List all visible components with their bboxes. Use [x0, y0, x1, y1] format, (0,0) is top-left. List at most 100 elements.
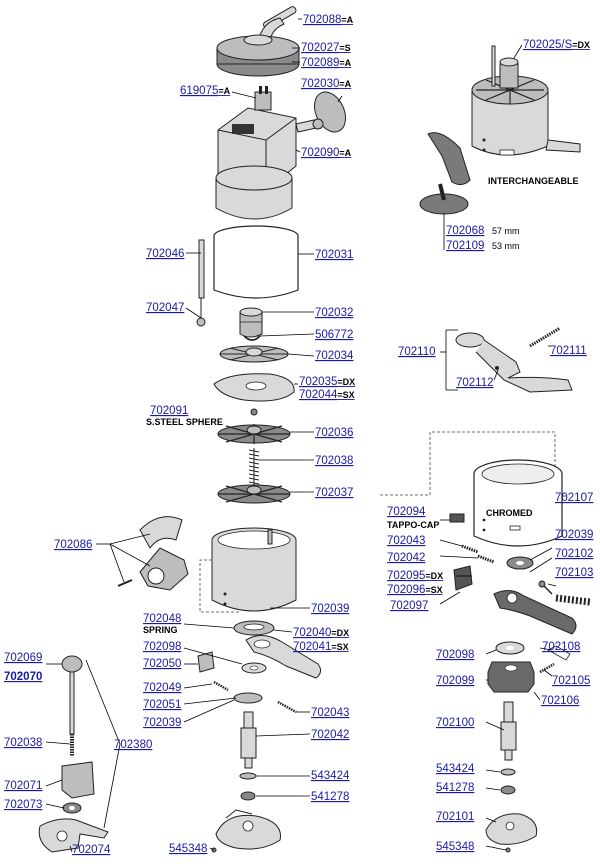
- part-label-543424-center[interactable]: 543424: [311, 770, 350, 782]
- part-label-702088[interactable]: 702088=A: [303, 14, 354, 26]
- part-label-702043-right[interactable]: 702043: [387, 535, 425, 547]
- part-label-702071[interactable]: 702071: [4, 780, 42, 792]
- part-label-702098-right[interactable]: 702098: [436, 649, 474, 661]
- part-label-702050[interactable]: 702050: [143, 658, 181, 670]
- part-label-702041[interactable]: 702041=SX: [293, 641, 349, 653]
- dosing-plate-part: [213, 373, 295, 402]
- spring-note: SPRING: [143, 625, 178, 635]
- star-wheel-part: [217, 424, 291, 444]
- spring-ring-part: [233, 620, 275, 636]
- part-label-702048[interactable]: 702048: [143, 613, 181, 625]
- part-label-702027[interactable]: 702027=S: [301, 42, 351, 54]
- part-label-702070[interactable]: 702070: [4, 671, 42, 683]
- right-bottom-plate-part: [485, 813, 538, 853]
- part-label-702047[interactable]: 702047: [146, 302, 184, 314]
- part-label-702034[interactable]: 702034: [315, 350, 354, 362]
- steel-sphere-part: [250, 408, 258, 416]
- part-label-545348-center[interactable]: 545348: [169, 843, 207, 855]
- hopper-lid-part: [216, 34, 300, 77]
- part-label-541278-right[interactable]: 541278: [436, 782, 474, 794]
- part-label-541278-center[interactable]: 541278: [311, 791, 349, 803]
- part-label-702111[interactable]: 702111: [550, 345, 587, 357]
- part-label-702040[interactable]: 702040=DX: [293, 627, 349, 639]
- part-label-702112[interactable]: 702112: [456, 377, 494, 389]
- part-label-702035[interactable]: 702035=DX: [299, 376, 355, 388]
- part-label-702049[interactable]: 702049: [143, 682, 181, 694]
- small-spring-part: [213, 680, 297, 714]
- grip-sleeve-part: [61, 761, 95, 799]
- index-wheel-part: [233, 692, 263, 704]
- part-label-702030[interactable]: 702030=A: [301, 78, 352, 90]
- part-label-702042-right[interactable]: 702042: [387, 552, 425, 564]
- part-label-702068[interactable]: 702068: [446, 225, 484, 237]
- part-label-702109[interactable]: 702109: [446, 240, 484, 252]
- part-label-702105[interactable]: 702105: [552, 675, 590, 687]
- part-label-702038-left[interactable]: 702038: [4, 737, 42, 749]
- right-cam-part: [453, 565, 473, 591]
- part-label-702102[interactable]: 702102: [555, 548, 593, 560]
- part-label-702380[interactable]: 702380: [114, 739, 152, 751]
- lever-assembly-part: [455, 326, 573, 393]
- part-label-506772[interactable]: 506772: [315, 329, 353, 341]
- part-label-702094[interactable]: 702094: [387, 506, 426, 518]
- part-label-702096[interactable]: 702096=SX: [387, 584, 443, 596]
- part-label-702097[interactable]: 702097: [390, 600, 428, 612]
- part-label-702038-spring[interactable]: 702038: [315, 455, 353, 467]
- part-label-702091[interactable]: 702091: [150, 405, 188, 417]
- part-label-702073[interactable]: 702073: [4, 799, 42, 811]
- star-wheel-top-part: [219, 345, 289, 363]
- part-label-702031[interactable]: 702031: [315, 249, 353, 261]
- part-label-702074[interactable]: 702074: [72, 844, 111, 856]
- part-label-702025s[interactable]: 702025/S=DX: [523, 39, 590, 51]
- part-label-702108[interactable]: 702108: [542, 641, 580, 653]
- dosing-lever-part: [245, 635, 322, 679]
- dial-plate-part: [314, 91, 346, 133]
- part-label-702039-center[interactable]: 702039: [311, 603, 349, 615]
- interchangeable-tamper-part: [419, 132, 471, 215]
- size-57mm: 57 mm: [492, 226, 520, 236]
- part-label-702032[interactable]: 702032: [315, 307, 353, 319]
- bottom-washers-part: [239, 772, 257, 801]
- grip-washer-part: [62, 802, 82, 814]
- part-label-702039-right[interactable]: 702039: [555, 529, 593, 541]
- part-label-702042-center[interactable]: 702042: [311, 729, 349, 741]
- part-label-543424-right[interactable]: 543424: [436, 763, 475, 775]
- chromed-chamber-part: [473, 459, 563, 547]
- right-coil-spring-part: [538, 580, 591, 606]
- part-label-702039-lower[interactable]: 702039: [143, 717, 181, 729]
- part-label-702046[interactable]: 702046: [146, 248, 184, 260]
- part-label-702036[interactable]: 702036: [315, 427, 353, 439]
- part-label-702051[interactable]: 702051: [143, 699, 181, 711]
- grip-knob-part: [61, 655, 83, 735]
- dosing-chamber-body-part: [211, 527, 297, 612]
- part-label-545348-right[interactable]: 545348: [436, 841, 474, 853]
- spring-part: [248, 448, 260, 486]
- cam-plate-part: [197, 651, 215, 673]
- grinder-top-assembly-part: [471, 45, 581, 156]
- part-label-702069[interactable]: 702069: [4, 652, 42, 664]
- right-spring-part: [461, 544, 495, 564]
- dispenser-bowl-part: [215, 165, 293, 220]
- part-label-702103[interactable]: 702103: [555, 567, 593, 579]
- part-label-702099[interactable]: 702099: [436, 675, 474, 687]
- part-label-702098-center[interactable]: 702098: [143, 641, 181, 653]
- part-label-702043-center[interactable]: 702043: [311, 707, 349, 719]
- chromed-note: CHROMED: [486, 508, 533, 518]
- part-label-702089[interactable]: 702089=A: [301, 57, 352, 69]
- coupling-part: [239, 307, 263, 338]
- part-label-702044[interactable]: 702044=SX: [299, 389, 355, 401]
- part-label-702090[interactable]: 702090=A: [301, 147, 352, 159]
- part-label-619075[interactable]: 619075=A: [180, 85, 231, 97]
- part-label-702100[interactable]: 702100: [436, 717, 474, 729]
- right-washer-part: [495, 641, 525, 655]
- part-label-702037[interactable]: 702037: [315, 487, 353, 499]
- leader-lines: [45, 18, 566, 853]
- right-index-wheel-part: [506, 556, 534, 570]
- steel-sphere-note: S.STEEL SPHERE: [146, 417, 223, 427]
- part-label-702101[interactable]: 702101: [436, 811, 474, 823]
- part-label-702106[interactable]: 702106: [541, 695, 579, 707]
- part-label-702110[interactable]: 702110: [398, 346, 436, 358]
- part-label-702095[interactable]: 702095=DX: [387, 570, 443, 582]
- part-label-702086[interactable]: 702086: [54, 539, 92, 551]
- part-label-702107[interactable]: 702107: [555, 492, 593, 504]
